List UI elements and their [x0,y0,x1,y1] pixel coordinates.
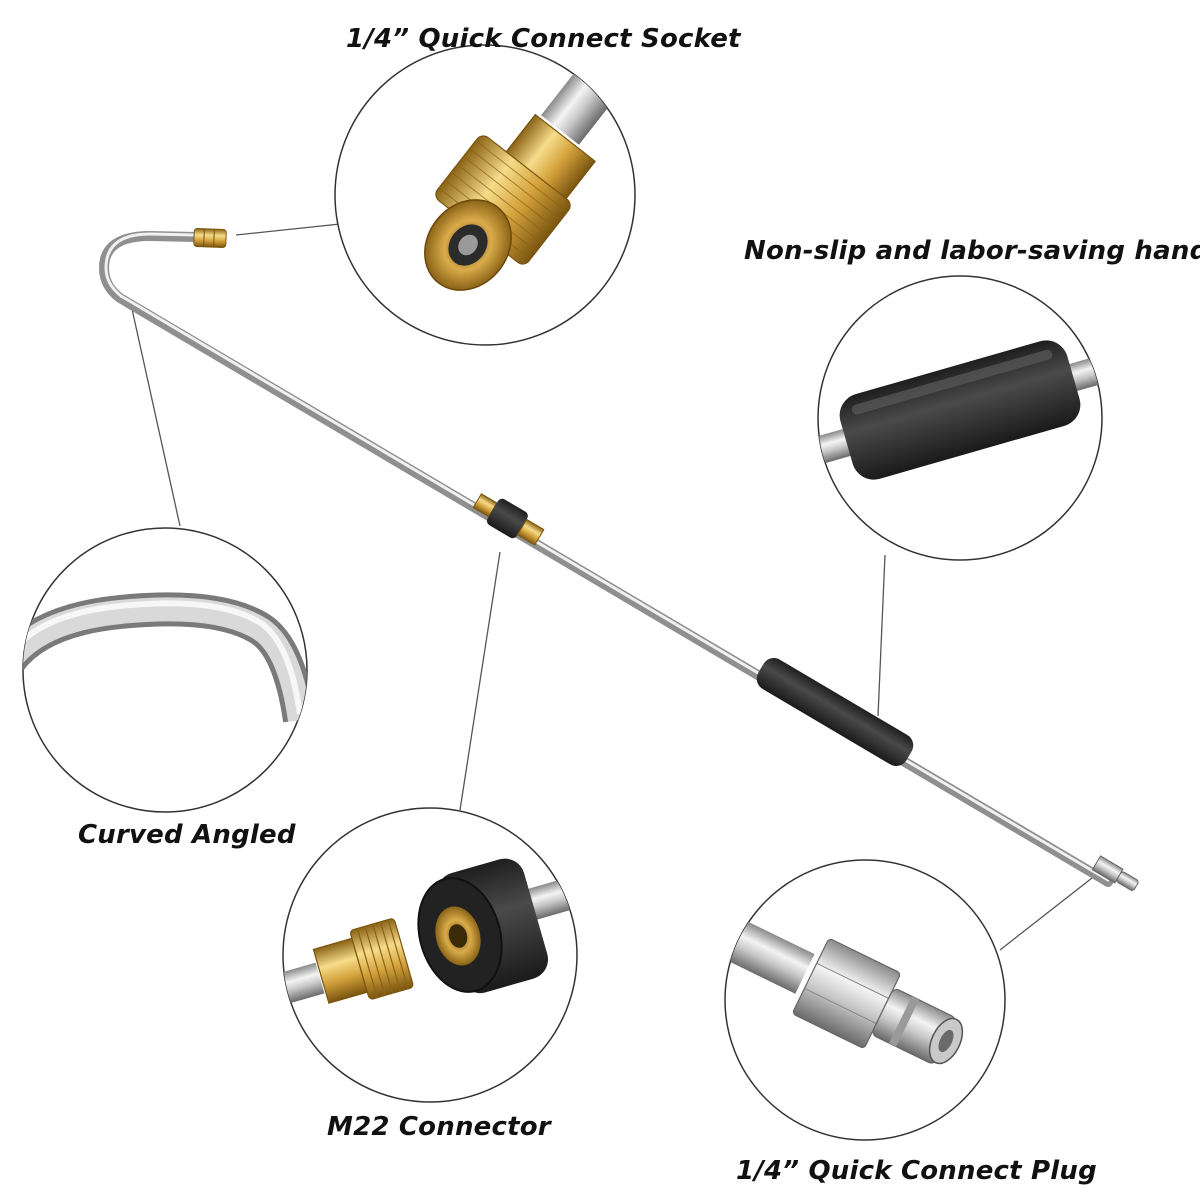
label-quick-connect-plug: 1/4” Quick Connect Plug [736,1156,1097,1186]
label-curved-angled: Curved Angled [78,820,296,850]
wand-tube [99,231,1113,887]
leader-handle [877,554,886,717]
label-handle: Non-slip and labor-saving handle [744,236,1200,266]
handle-detail [817,275,1103,561]
plug-detail [724,859,1006,1141]
leader-lines [129,223,1093,951]
wand-handle-icon [756,658,914,766]
pressure-washer-wand [99,228,1139,891]
leader-plug [999,877,1093,951]
wand-tube-highlight [104,232,1110,882]
leader-socket [235,223,341,236]
leader-m22 [459,551,501,811]
socket-detail [334,44,636,346]
label-quick-connect-socket: 1/4” Quick Connect Socket [346,24,741,54]
curved-detail [22,527,308,813]
m22-detail [282,807,578,1103]
wand-m22-icon [472,493,545,546]
label-m22-connector: M22 Connector [327,1112,551,1142]
leader-curved [129,299,181,527]
wand-socket-icon [193,228,227,248]
wand-plug-icon [1091,855,1139,891]
